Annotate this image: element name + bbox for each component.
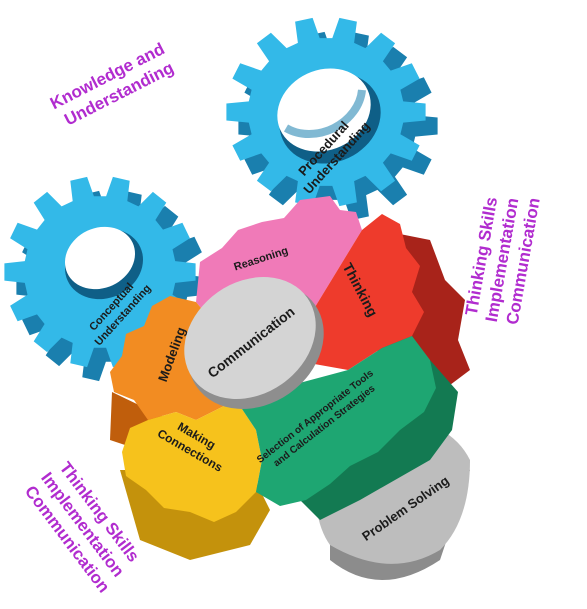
gear-composite: Reasoning Thinking Modeling Making Conne… <box>110 196 436 522</box>
hub-communication <box>184 277 316 399</box>
gear-making-connections <box>122 400 262 522</box>
gear-modeling-side <box>110 392 170 450</box>
svg-text:Thinking Skills Implementa: Thinking Skills Implementation Communica… <box>461 188 544 327</box>
svg-text:Knowledge and Understandin: Knowledge and Understanding <box>47 37 181 132</box>
gear-procedural: Procedural Understanding <box>226 17 438 221</box>
gear-selection <box>236 336 436 506</box>
